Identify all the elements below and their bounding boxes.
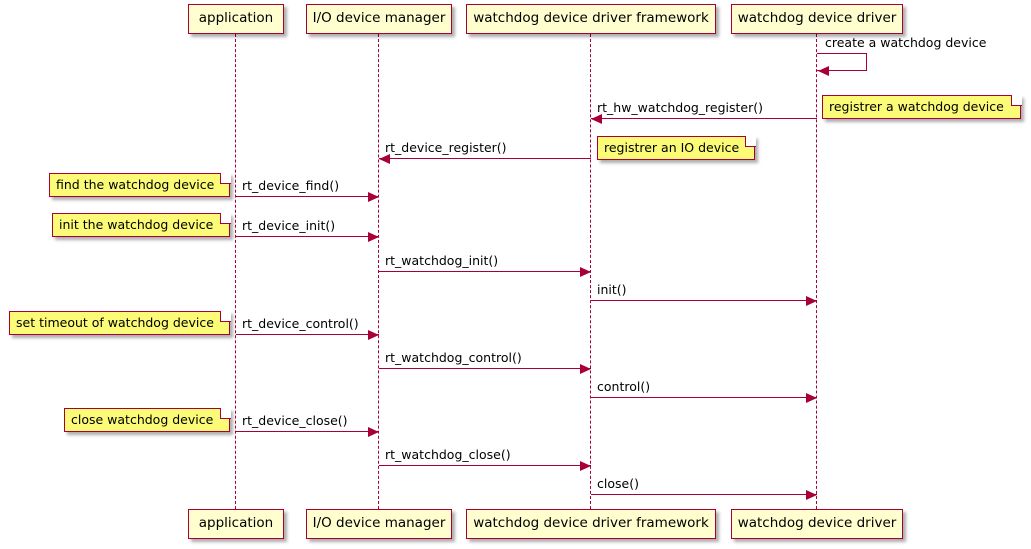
participant-top-watchdog-framework[interactable]: watchdog device driver framework (466, 4, 716, 34)
message-label-rt-hw-watchdog-register: rt_hw_watchdog_register() (597, 100, 763, 115)
note-fold-corner-icon (219, 212, 231, 224)
message-label-rt-watchdog-init: rt_watchdog_init() (385, 253, 499, 268)
note-label: registrer an IO device (604, 139, 740, 155)
note-set-timeout-watchdog-device[interactable]: set timeout of watchdog device (9, 310, 231, 335)
message-label-rt-device-register: rt_device_register() (385, 140, 507, 155)
message-label-rt-watchdog-control: rt_watchdog_control() (385, 350, 522, 365)
arrowhead-close (806, 489, 817, 500)
note-label: find the watchdog device (56, 176, 215, 192)
arrowhead-control (806, 392, 817, 403)
message-line-close (591, 494, 817, 495)
note-registrer-watchdog-device[interactable]: registrer a watchdog device (822, 94, 1022, 119)
message-line-init (591, 300, 817, 301)
note-fold-corner-icon (219, 407, 231, 419)
arrowhead-rt-watchdog-control (580, 363, 591, 374)
message-label-rt-device-init: rt_device_init() (242, 218, 336, 233)
message-line-rt-device-find (236, 196, 379, 197)
participant-label: watchdog device driver (737, 10, 897, 27)
message-label-create-watchdog-device: create a watchdog device (825, 35, 987, 50)
message-line-rt-watchdog-init (379, 271, 591, 272)
message-label-rt-watchdog-close: rt_watchdog_close() (385, 447, 511, 462)
participant-label: watchdog device driver framework (473, 515, 709, 532)
arrowhead-rt-watchdog-init (580, 266, 591, 277)
note-label: close watchdog device (71, 411, 214, 427)
arrowhead-create-watchdog-device (818, 66, 829, 76)
message-line-rt-device-init (236, 236, 379, 237)
arrowhead-rt-hw-watchdog-register (591, 113, 602, 124)
note-fold-corner-icon (1010, 94, 1022, 106)
message-line-rt-hw-watchdog-register (591, 118, 817, 119)
participant-label: application (198, 515, 274, 532)
note-label: set timeout of watchdog device (16, 314, 214, 330)
participant-bottom-io-device-manager[interactable]: I/O device manager (306, 509, 452, 539)
lifeline-io-device-manager (378, 34, 380, 509)
message-line-rt-device-register (379, 158, 591, 159)
arrowhead-rt-watchdog-close (580, 460, 591, 471)
note-init-watchdog-device[interactable]: init the watchdog device (52, 212, 231, 237)
arrowhead-rt-device-control (368, 329, 379, 340)
note-fold-corner-icon (744, 135, 756, 147)
arrowhead-rt-device-find (368, 191, 379, 202)
participant-bottom-watchdog-driver[interactable]: watchdog device driver (731, 509, 903, 539)
message-label-init: init() (597, 282, 627, 297)
message-label-rt-device-find: rt_device_find() (242, 178, 340, 193)
participant-bottom-watchdog-framework[interactable]: watchdog device driver framework (466, 509, 716, 539)
note-label: registrer a watchdog device (829, 98, 1004, 114)
message-line-rt-watchdog-control (379, 368, 591, 369)
note-fold-corner-icon (219, 310, 231, 322)
message-label-rt-device-close: rt_device_close() (242, 413, 348, 428)
message-label-close: close() (597, 476, 639, 491)
message-label-control: control() (597, 379, 651, 394)
participant-top-io-device-manager[interactable]: I/O device manager (306, 4, 452, 34)
message-label-rt-device-control: rt_device_control() (242, 316, 359, 331)
note-fold-corner-icon (219, 172, 231, 184)
participant-label: application (198, 10, 274, 27)
message-line-control (591, 397, 817, 398)
message-line-rt-device-control (236, 334, 379, 335)
message-line-rt-device-close (236, 431, 379, 432)
lifeline-watchdog-driver (816, 34, 818, 509)
participant-label: watchdog device driver framework (473, 10, 709, 27)
arrowhead-init (806, 295, 817, 306)
participant-label: I/O device manager (312, 10, 446, 27)
arrowhead-rt-device-close (368, 426, 379, 437)
lifeline-application (235, 34, 237, 509)
self-message-loop-create-watchdog-device (817, 53, 867, 71)
participant-top-watchdog-driver[interactable]: watchdog device driver (731, 4, 903, 34)
arrowhead-rt-device-register (379, 153, 390, 164)
participant-bottom-application[interactable]: application (188, 509, 284, 539)
participant-top-application[interactable]: application (188, 4, 284, 34)
participant-label: I/O device manager (312, 515, 446, 532)
note-close-watchdog-device[interactable]: close watchdog device (64, 407, 231, 432)
note-label: init the watchdog device (59, 216, 214, 232)
arrowhead-rt-device-init (368, 231, 379, 242)
participant-label: watchdog device driver (737, 515, 897, 532)
message-line-rt-watchdog-close (379, 465, 591, 466)
note-find-watchdog-device[interactable]: find the watchdog device (49, 172, 231, 197)
note-registrer-io-device[interactable]: registrer an IO device (597, 135, 756, 160)
